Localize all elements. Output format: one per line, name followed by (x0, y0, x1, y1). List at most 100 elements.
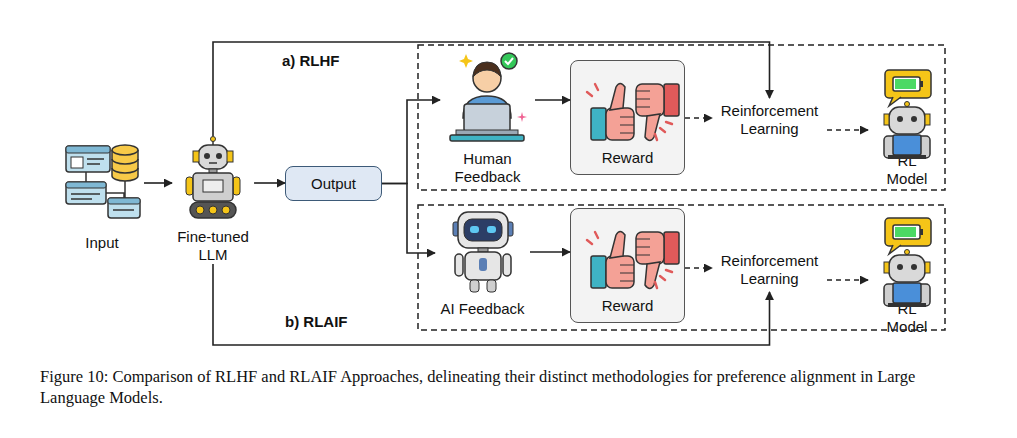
ai-robot-icon-part (487, 226, 496, 233)
llm-robot-icon-part (222, 206, 230, 214)
llm-robot-icon-part (209, 169, 217, 173)
flow-arrow (685, 267, 712, 269)
flow-arrow (382, 184, 435, 254)
human-icon-part (450, 135, 524, 141)
thumbs-icon (587, 232, 679, 289)
flow-arrow (213, 42, 770, 136)
ai-robot-icon-part (465, 252, 501, 280)
input-icon-part (112, 159, 138, 173)
node-label: Output (311, 175, 356, 193)
llm-robot-icon-part (193, 173, 233, 201)
flow-arrow (827, 129, 868, 131)
node-label: Reward (602, 297, 654, 315)
llm-robot-icon-part (196, 206, 204, 214)
feedback-node: AI Feedback (435, 206, 530, 318)
reward-box: Reward (570, 60, 685, 175)
flow-arrow (382, 100, 440, 184)
ai-robot-icon-part (478, 248, 488, 252)
node-label: RL Model (881, 300, 933, 336)
input-node: Input (60, 140, 144, 252)
flow-arrow (144, 182, 172, 184)
edge-label: b) RLAIF (285, 313, 347, 330)
ai-robot-icon-part (455, 254, 463, 276)
flow-arrow (213, 264, 770, 345)
ai-robot-icon-part (487, 280, 496, 292)
llm-robot-icon-part (209, 162, 217, 164)
input-icon-part (66, 182, 106, 188)
llm-node: Fine-tuned LLM (172, 136, 254, 264)
input-icon-part (66, 146, 110, 153)
input-icon-part (71, 194, 100, 199)
llm-robot-icon-part (190, 202, 236, 218)
ai-robot-icon-part (470, 226, 479, 233)
llm-robot-icon-part (203, 180, 223, 192)
input-icon-part (108, 198, 140, 204)
rlhf-dashed-group (418, 45, 945, 190)
node-label: RL Model (881, 152, 933, 188)
flow-arrow (535, 99, 570, 101)
human-icon-part (505, 58, 513, 64)
node-label: Reward (602, 149, 654, 167)
llm-robot-icon-part (193, 151, 199, 162)
human-icon-part (501, 53, 517, 69)
rl-step: Reinforcement Learning (712, 98, 827, 142)
llm-robot-icon-part (216, 153, 222, 159)
llm-robot-icon-part (211, 137, 216, 142)
rl-model-icon (884, 218, 931, 307)
input-icon-part (108, 198, 140, 218)
input-icon-part (87, 159, 104, 164)
rl-model-node: RL Model (868, 62, 946, 188)
thumbs-icon (587, 84, 679, 141)
edge-label: a) RLHF (282, 52, 340, 69)
ai-robot-icon-part (507, 222, 513, 236)
human-icon-part (517, 112, 527, 122)
flow-arrow (685, 117, 712, 119)
node-label: Human Feedback (440, 150, 535, 186)
ai-robot-icon-part (503, 254, 511, 276)
input-icon-part (112, 145, 138, 155)
human-icon-part (464, 104, 510, 132)
human-icon-part (473, 62, 501, 77)
node-label: Reinforcement Learning (712, 252, 827, 288)
flow-arrow (530, 251, 570, 253)
feedback-node: Human Feedback (440, 50, 535, 186)
input-icon-part (66, 146, 110, 172)
llm-robot-icon-part (233, 177, 240, 195)
human-icon-part (459, 54, 473, 68)
rl-model-icon (884, 70, 931, 159)
ai-robot-icon (453, 212, 513, 292)
reward-box: Reward (570, 208, 685, 323)
ai-robot-icon-part (458, 212, 508, 248)
output-box: Output (285, 166, 382, 201)
rl-model-node: RL Model (868, 210, 946, 336)
node-label: AI Feedback (440, 300, 524, 318)
figure-caption: Figure 10: Comparison of RLHF and RLAIF … (40, 366, 980, 408)
input-icon-part (66, 182, 106, 204)
input-icon-part (86, 172, 125, 198)
llm-robot-icon (186, 137, 240, 219)
input-icon-part (71, 157, 83, 168)
ai-robot-icon-part (464, 219, 502, 241)
ai-robot-icon-part (479, 258, 487, 271)
flow-arrow (254, 182, 285, 184)
human-icon-part (473, 64, 501, 92)
input-icon (66, 145, 140, 218)
llm-robot-icon-part (186, 177, 193, 195)
llm-robot-icon-part (198, 145, 228, 169)
node-label: Fine-tuned LLM (172, 228, 254, 264)
human-icon-part (456, 130, 518, 135)
llm-robot-icon-part (227, 151, 233, 162)
node-label: Reinforcement Learning (712, 102, 827, 138)
ai-robot-icon-part (470, 280, 479, 292)
llm-robot-icon-part (204, 153, 210, 159)
flow-arrow (827, 279, 868, 281)
human-icon (450, 53, 527, 141)
human-icon-part (463, 96, 511, 118)
llm-robot-icon-part (209, 206, 217, 214)
input-icon-part (112, 150, 138, 181)
